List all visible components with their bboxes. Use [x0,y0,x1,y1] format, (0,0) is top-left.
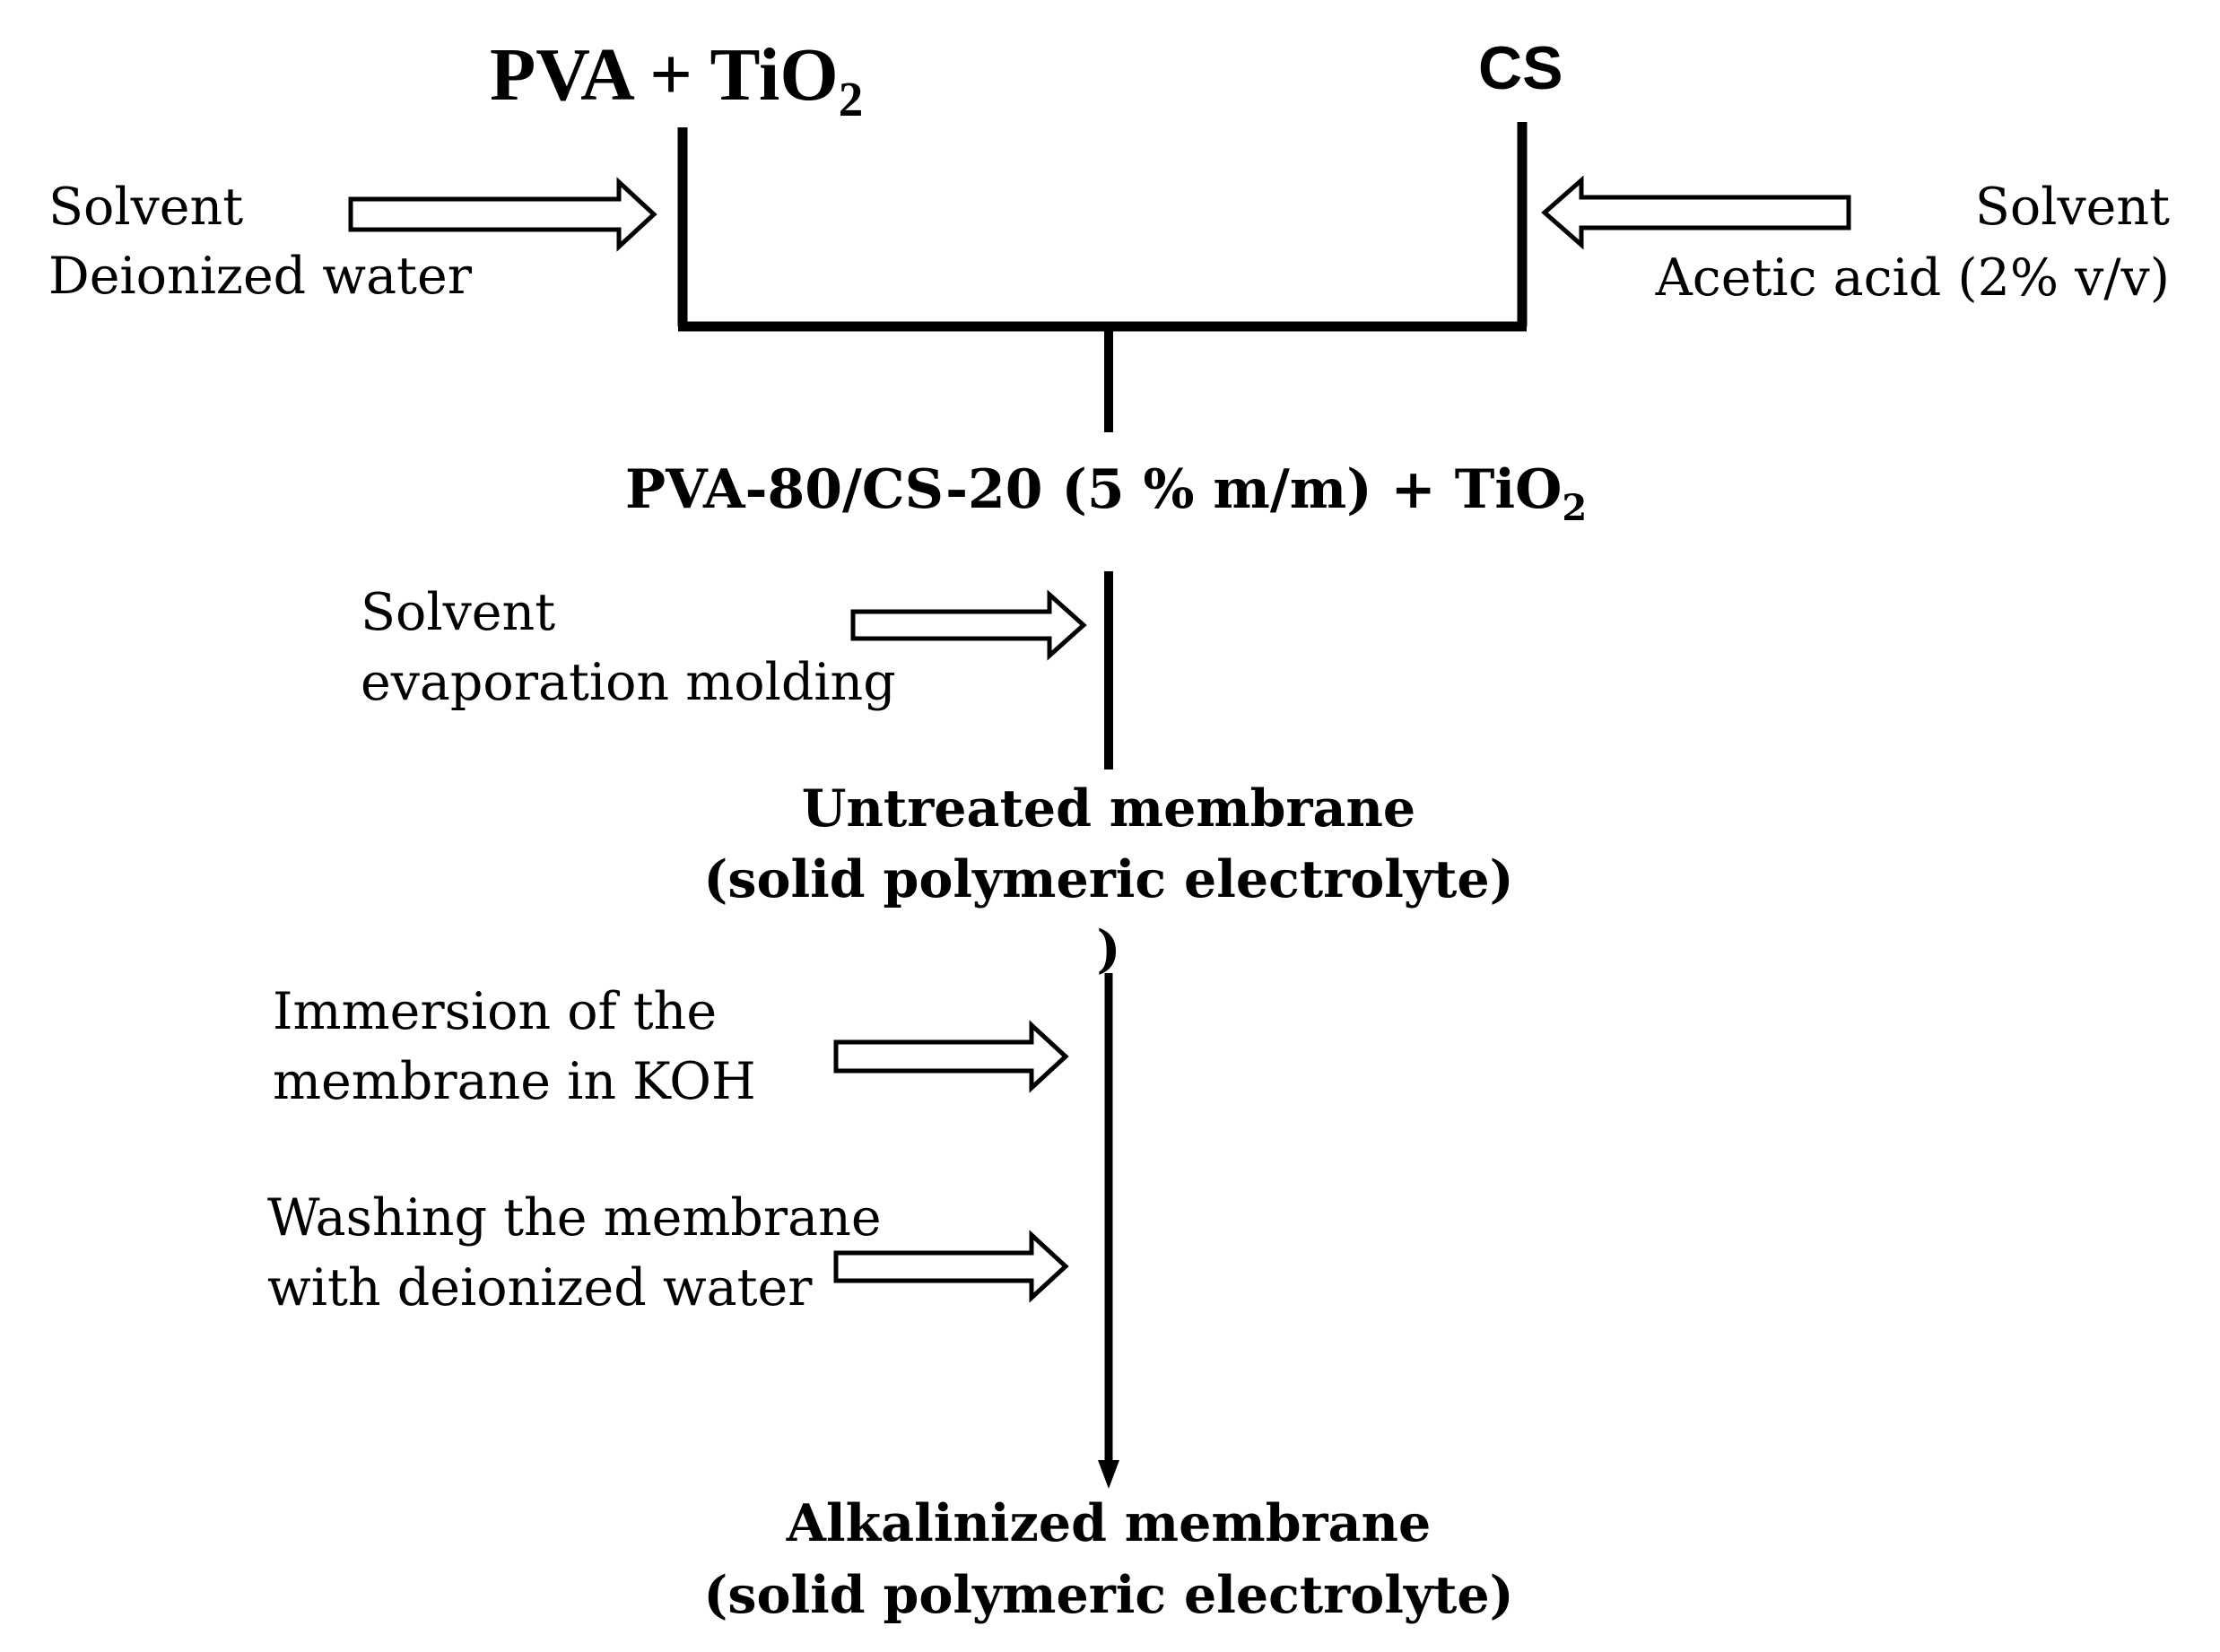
pva-tio2-label: PVA + TiO2 [490,33,864,126]
wash-arrow-icon [833,1230,1069,1303]
right-arrow-icon [348,177,657,252]
molding-step-line1: Solvent [361,583,556,642]
untreated-membrane-subtitle: (solid polymeric electrolyte) [703,849,1514,909]
koh-step-line2: membrane in KOH [273,1052,756,1111]
left-solvent-name: Deionized water [48,247,472,306]
left-arrow-icon [1541,175,1851,250]
wash-step-line2: with deionized water [267,1258,813,1317]
cs-label: CS [1478,34,1563,102]
right-solvent-label: Solvent [1974,178,2170,237]
pva-tio2-subscript: 2 [838,72,864,126]
alkalinized-membrane-title: Alkalinized membrane [786,1493,1432,1553]
mixture-label: PVA-80/CS-20 (5 % m/m) + TiO2 [625,458,1588,529]
molding-step-line2: evaporation molding [361,653,896,712]
wash-step-line1: Washing the membrane [267,1188,882,1248]
koh-step-line1: Immersion of the [273,982,718,1041]
right-solvent-name: Acetic acid (2% v/v) [1655,248,2170,308]
koh-arrow-icon [833,1020,1069,1093]
untreated-membrane-title: Untreated membrane [801,778,1416,839]
mixture-subscript: 2 [1562,487,1588,529]
left-solvent-label: Solvent [48,178,244,237]
down-arrowhead-icon [1098,1460,1119,1489]
molding-arrow-icon [850,589,1087,661]
alkalinized-membrane-subtitle: (solid polymeric electrolyte) [703,1565,1514,1625]
stray-parenthesis: ) [1096,919,1121,979]
